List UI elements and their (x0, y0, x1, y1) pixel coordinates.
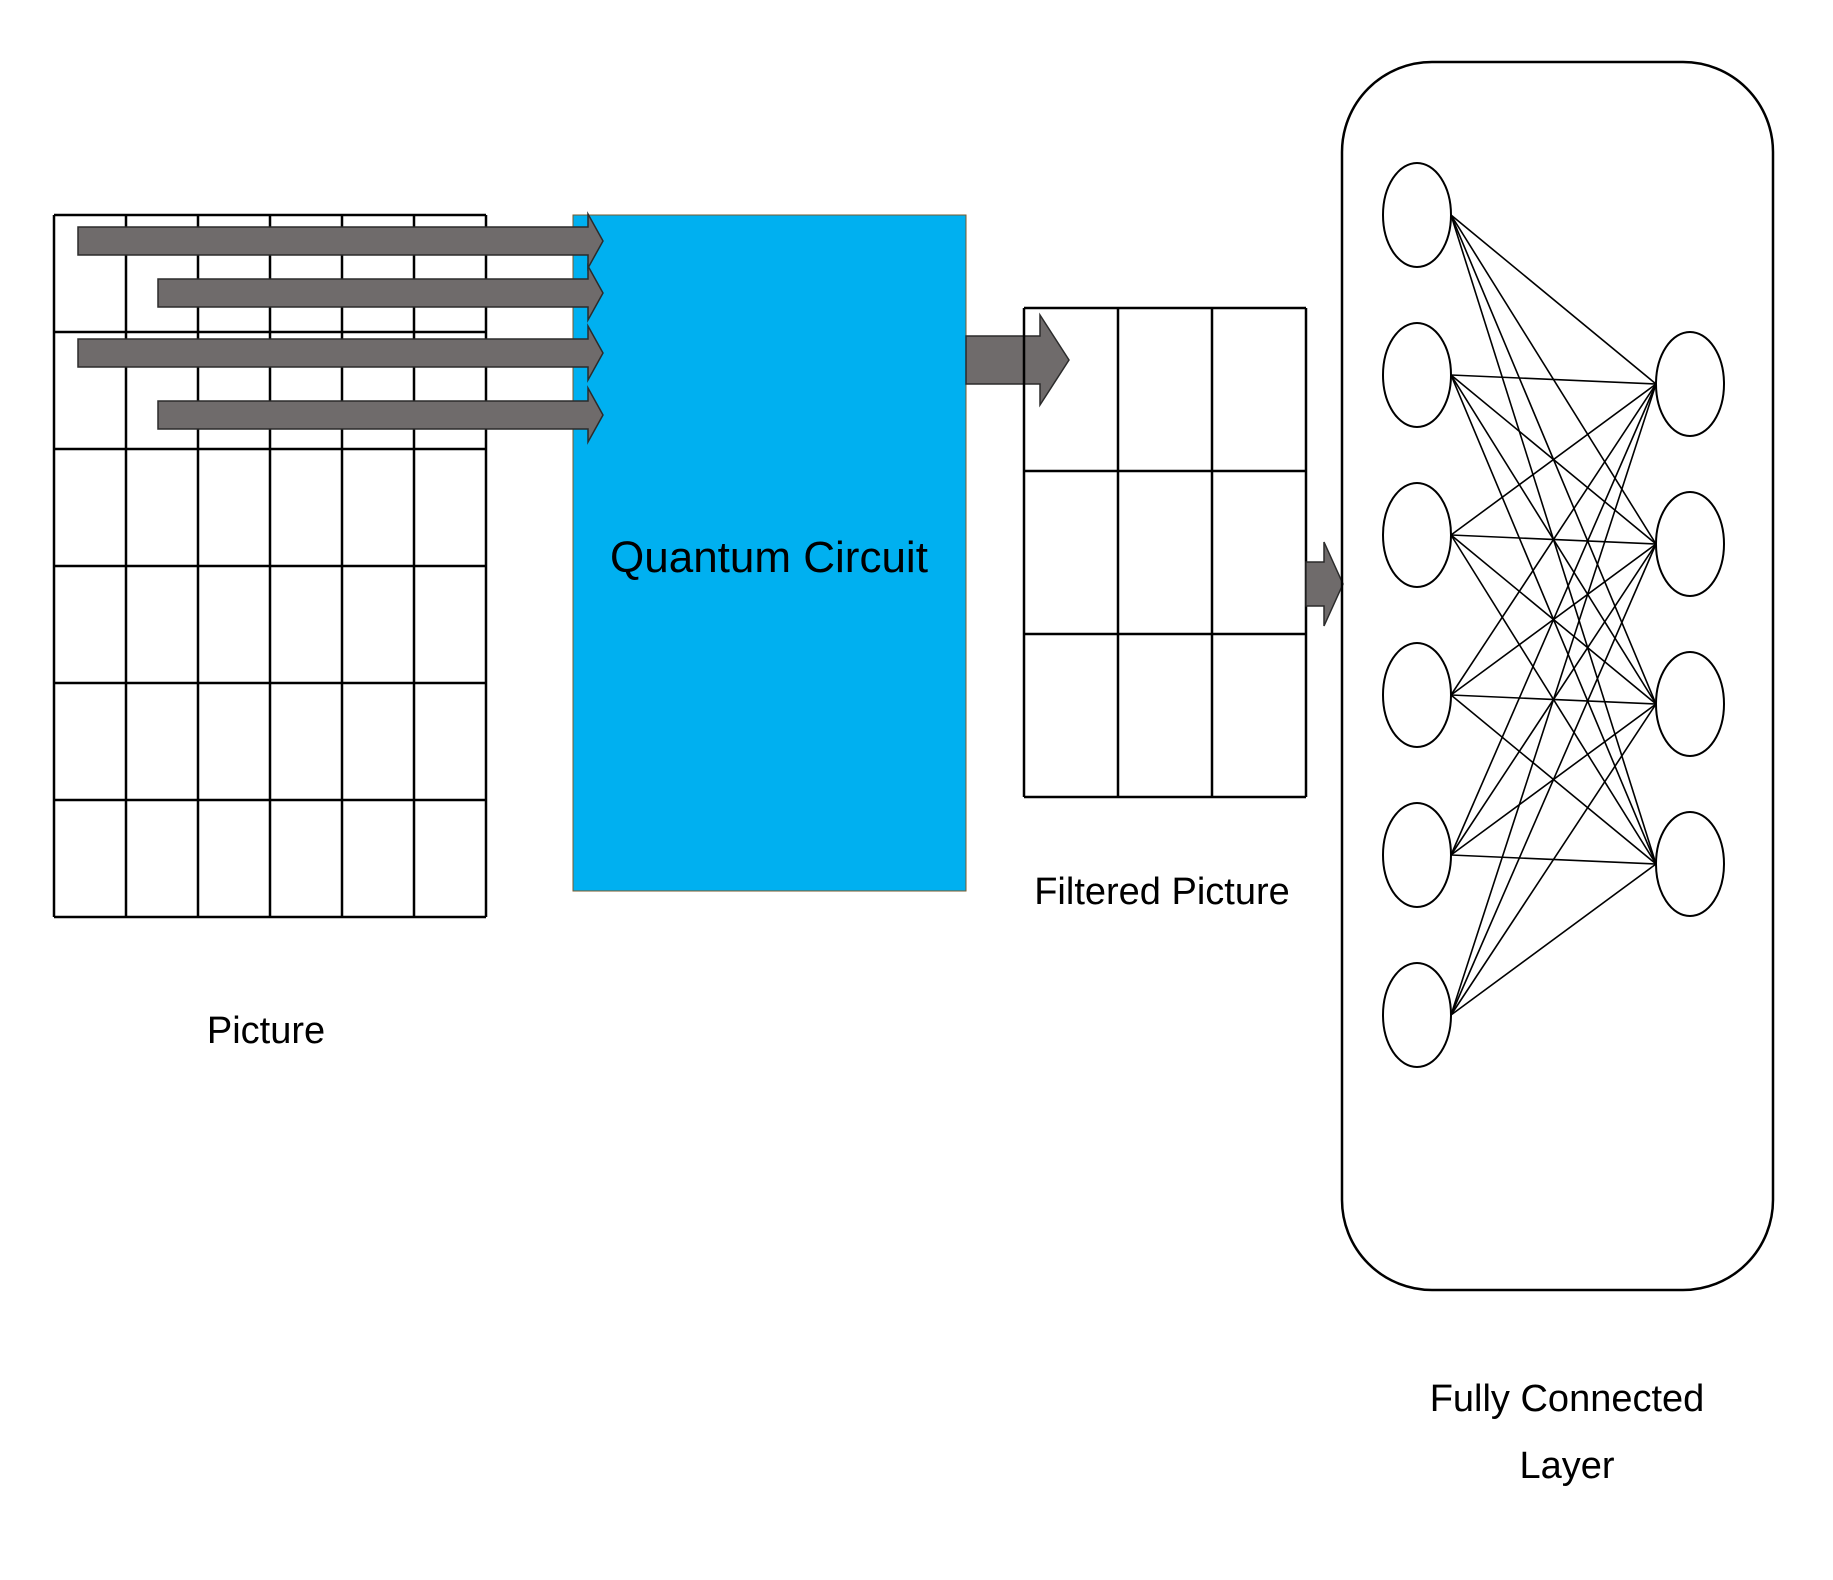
output-node (1655, 331, 1725, 437)
filtered-to-fc-arrow (1305, 541, 1344, 627)
picture-label: Picture (207, 1010, 325, 1052)
input-node (1382, 802, 1452, 908)
fc-edge (1450, 543, 1657, 1016)
input-arrows (77, 211, 604, 445)
input-node (1382, 322, 1452, 428)
input-patch-arrow (157, 385, 604, 445)
input-node (1382, 482, 1452, 588)
fc-nodes (1382, 162, 1725, 1068)
input-patch-arrow (157, 263, 604, 323)
fully-connected-label-line2: Layer (1519, 1445, 1614, 1487)
fc-edge (1450, 863, 1657, 1016)
fc-edge (1450, 383, 1657, 696)
fc-edge (1450, 383, 1657, 1016)
input-node (1382, 642, 1452, 748)
input-node (1382, 962, 1452, 1068)
output-node (1655, 811, 1725, 917)
output-node (1655, 491, 1725, 597)
fc-edge (1450, 214, 1657, 385)
filtered-picture-grid (1022, 306, 1308, 799)
fully-connected-label-line1: Fully Connected (1430, 1378, 1705, 1420)
fc-edge (1450, 374, 1657, 385)
fc-edges (1450, 214, 1657, 1016)
fc-edge (1450, 383, 1657, 536)
input-patch-arrow (77, 323, 604, 383)
input-node (1382, 162, 1452, 268)
qc-to-filtered-arrow (965, 312, 1070, 408)
quantum-circuit-box (572, 214, 967, 892)
picture-grid (52, 213, 488, 919)
fc-edge (1450, 383, 1657, 856)
fc-edge (1450, 703, 1657, 1016)
quantum-circuit-label: Quantum Circuit (610, 533, 928, 582)
fully-connected-container (1340, 60, 1775, 1292)
input-patch-arrow (77, 211, 604, 271)
output-node (1655, 651, 1725, 757)
filtered-picture-label: Filtered Picture (1034, 871, 1290, 913)
